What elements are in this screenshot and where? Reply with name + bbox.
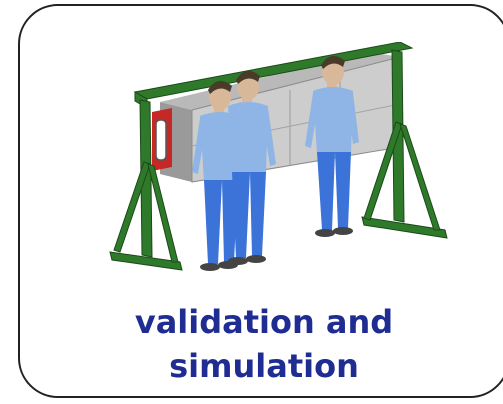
person-figure-3 xyxy=(305,55,359,237)
caption-line-1: validation and xyxy=(134,303,394,341)
caption-line-2: simulation xyxy=(169,347,359,385)
green-frame xyxy=(109,42,448,271)
person-figure-2 xyxy=(228,70,276,265)
test-rig-illustration xyxy=(109,42,448,271)
red-door-module xyxy=(152,108,172,171)
caption: validation and simulation xyxy=(18,300,503,388)
